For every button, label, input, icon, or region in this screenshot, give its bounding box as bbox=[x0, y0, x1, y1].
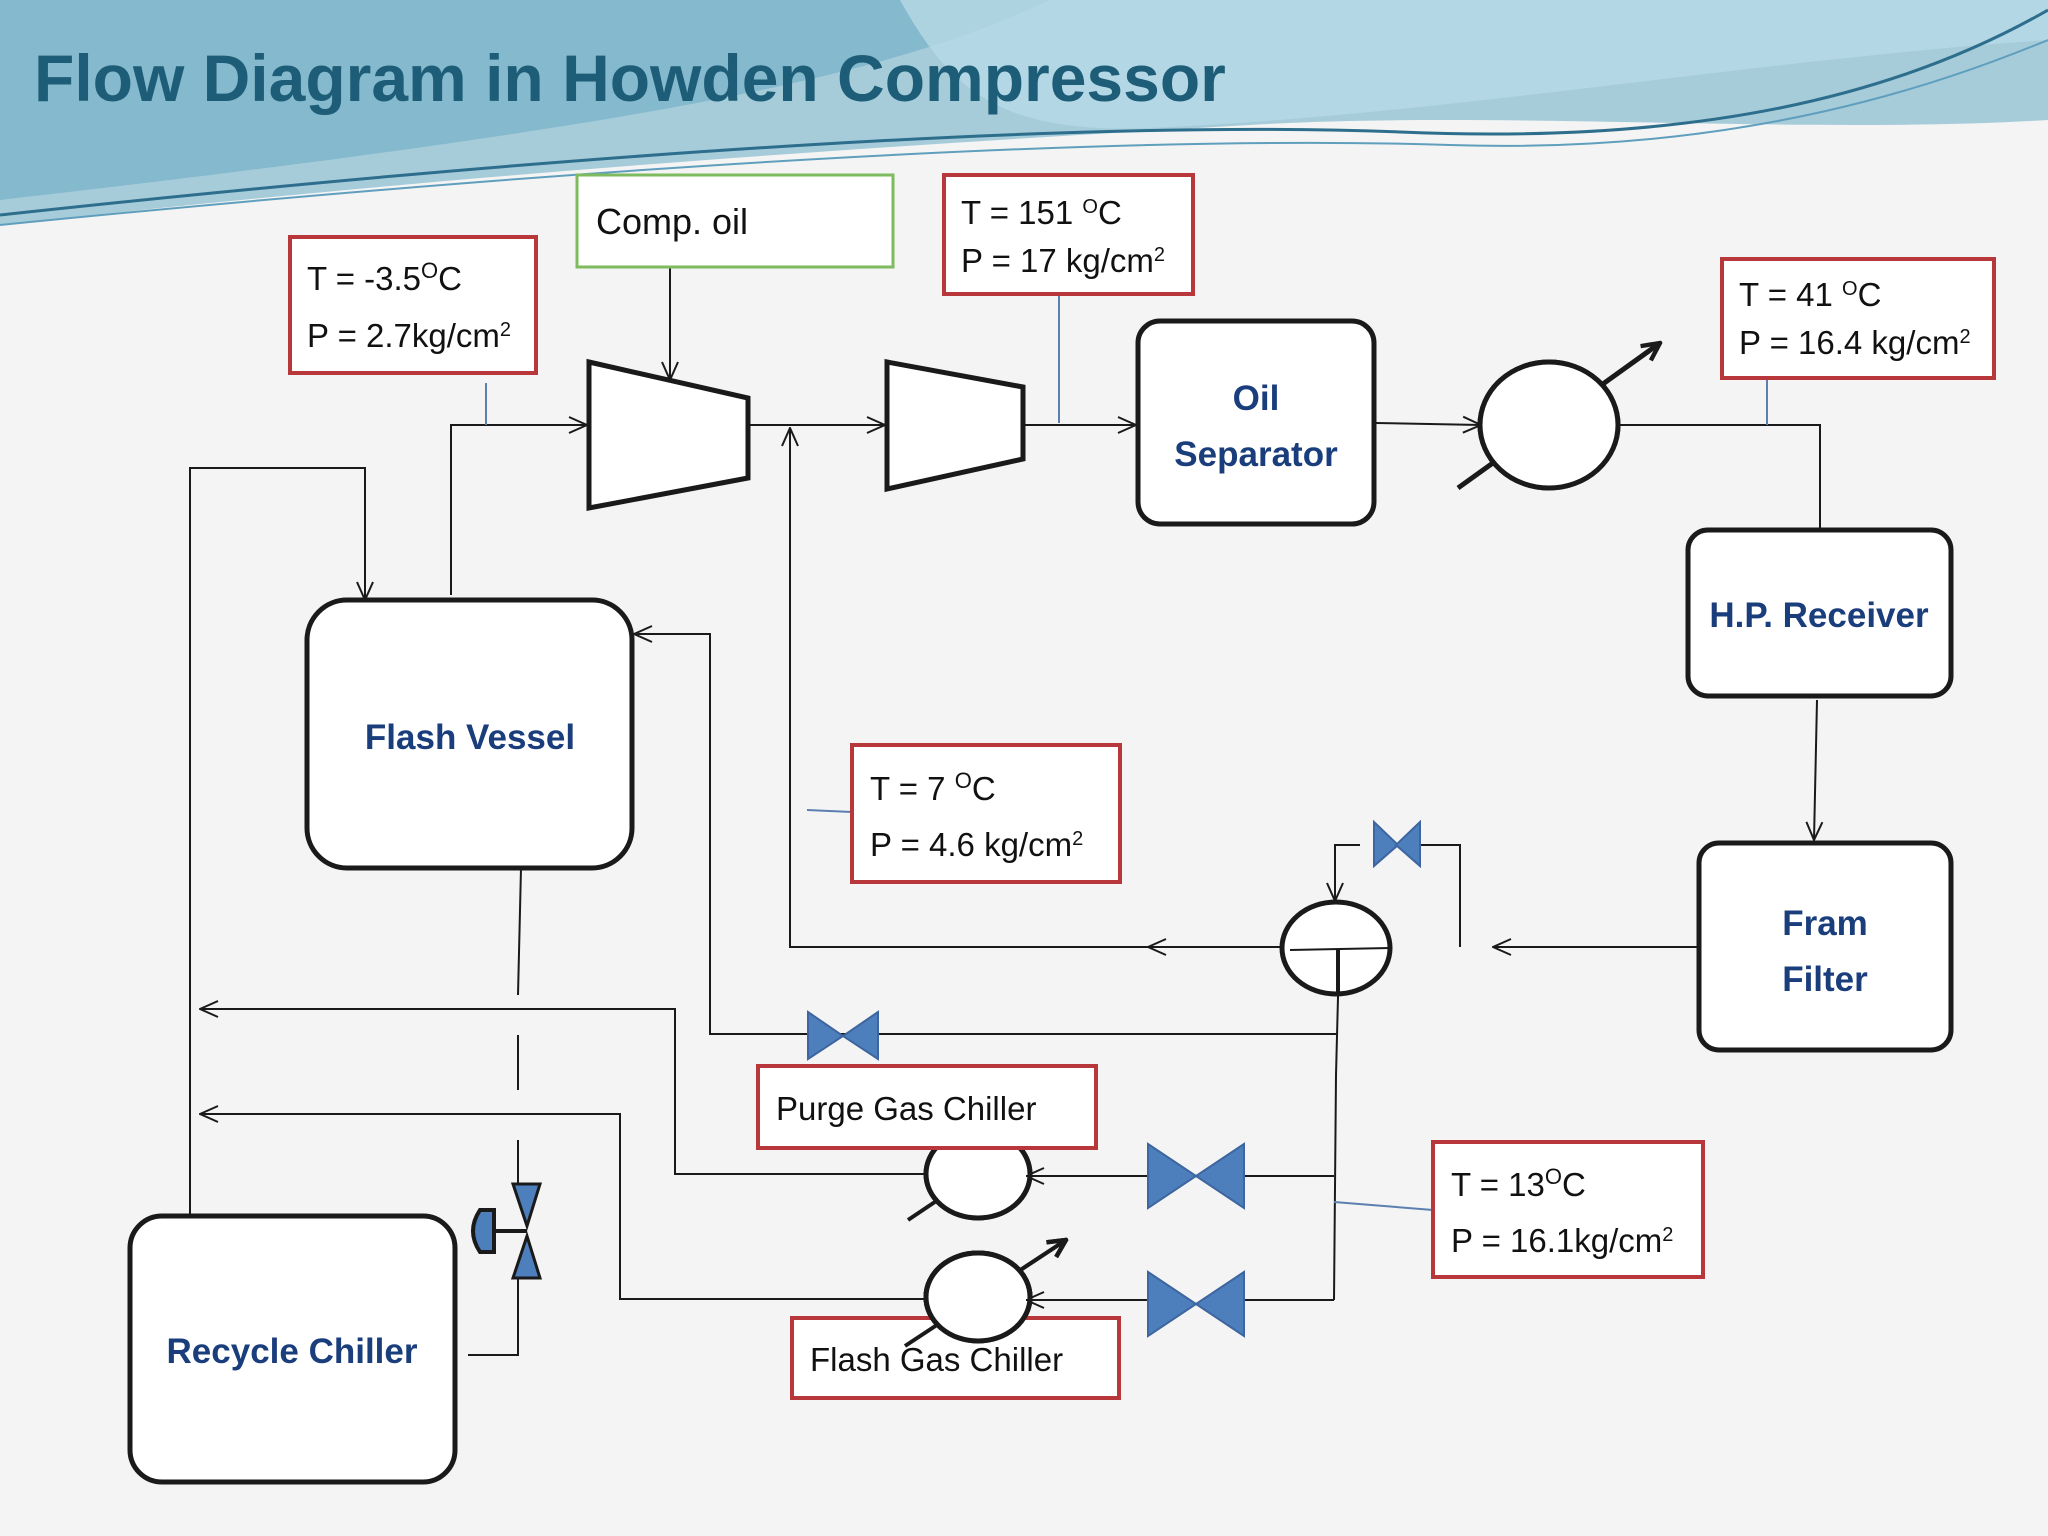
economiser bbox=[1279, 899, 1393, 997]
condenser-out-pressure: P = 16.4 kg/cm2 bbox=[1739, 324, 1971, 361]
flash-vessel-label: Flash Vessel bbox=[365, 718, 575, 757]
receiver-to-filter-line bbox=[1814, 699, 1817, 840]
flash-chiller-out-line bbox=[200, 1114, 928, 1300]
hp-receiver-label: H.P. Receiver bbox=[1709, 596, 1929, 635]
flash-vessel bbox=[304, 597, 635, 871]
interstage-return-line bbox=[790, 428, 1148, 948]
condenser bbox=[1456, 343, 1660, 491]
separator-to-condenser-line bbox=[1375, 423, 1481, 425]
comp-oil-box bbox=[575, 173, 895, 269]
recycle-chiller-label: Recycle Chiller bbox=[167, 1332, 418, 1371]
solenoid-valve bbox=[471, 1182, 543, 1280]
liquid-line-condition-box bbox=[1431, 1140, 1705, 1279]
comp-oil-label: Comp. oil bbox=[596, 201, 748, 242]
interstage-condition-box bbox=[850, 743, 1122, 884]
flash-gas-chiller-label: Flash Gas Chiller bbox=[810, 1341, 1063, 1378]
purge-chiller-valve bbox=[1147, 1142, 1245, 1210]
purge-gas-chiller-label: Purge Gas Chiller bbox=[776, 1090, 1036, 1127]
purge-gas-chiller-box bbox=[756, 1064, 1098, 1150]
compressor-stage-2 bbox=[884, 358, 1026, 493]
economiser-bypass-return bbox=[1335, 844, 1360, 901]
economiser-bypass-valve bbox=[1373, 819, 1421, 869]
recycle-return-line bbox=[189, 467, 365, 1214]
flash-vessel-feed-valve bbox=[807, 1010, 879, 1061]
recycle-chiller bbox=[127, 1213, 458, 1485]
suction-condition-box bbox=[288, 235, 538, 375]
purge-chiller-out-line bbox=[200, 1009, 928, 1175]
liquid-header-line bbox=[1333, 950, 1339, 1301]
leader-lines bbox=[485, 295, 1768, 1211]
fram-filter-label-line2: Filter bbox=[1782, 960, 1868, 999]
condenser-out-condition-box bbox=[1720, 257, 1996, 380]
liquid-line-pressure: P = 16.1kg/cm2 bbox=[1451, 1222, 1673, 1259]
fram-filter bbox=[1696, 840, 1954, 1053]
discharge-condition-box bbox=[942, 173, 1195, 296]
suction-line bbox=[450, 425, 587, 595]
oil-separator-label-line1: Oil bbox=[1233, 379, 1280, 418]
header-wave-decoration bbox=[0, 0, 2048, 226]
interstage-pressure: P = 4.6 kg/cm2 bbox=[870, 826, 1083, 863]
compressor-stage-1 bbox=[586, 358, 751, 512]
flash-gas-chiller-overlay bbox=[903, 1240, 1066, 1348]
oil-separator bbox=[1135, 318, 1377, 527]
purge-gas-chiller bbox=[906, 1114, 1066, 1222]
flash-chiller-valve bbox=[1147, 1270, 1245, 1338]
condenser-to-receiver-line bbox=[1620, 424, 1820, 569]
flash-vessel-feed-line bbox=[634, 634, 1338, 1035]
discharge-pressure: P = 17 kg/cm2 bbox=[961, 242, 1165, 279]
fram-filter-label-line1: Fram bbox=[1782, 904, 1868, 943]
hp-receiver bbox=[1685, 527, 1954, 699]
recycle-chiller-feed-line bbox=[468, 1275, 519, 1356]
suction-temperature: T = -3.5OC bbox=[307, 258, 462, 298]
suction-pressure: P = 2.7kg/cm2 bbox=[307, 317, 511, 354]
condenser-out-temperature: T = 41 OC bbox=[1739, 276, 1881, 313]
flash-vessel-drain-line bbox=[517, 867, 522, 996]
interstage-temperature: T = 7 OC bbox=[870, 768, 996, 808]
liquid-line-temperature: T = 13OC bbox=[1451, 1164, 1586, 1204]
discharge-temperature: T = 151 OC bbox=[961, 194, 1122, 231]
page-title: Flow Diagram in Howden Compressor bbox=[34, 41, 1226, 115]
oil-separator-label-line2: Separator bbox=[1174, 435, 1338, 474]
